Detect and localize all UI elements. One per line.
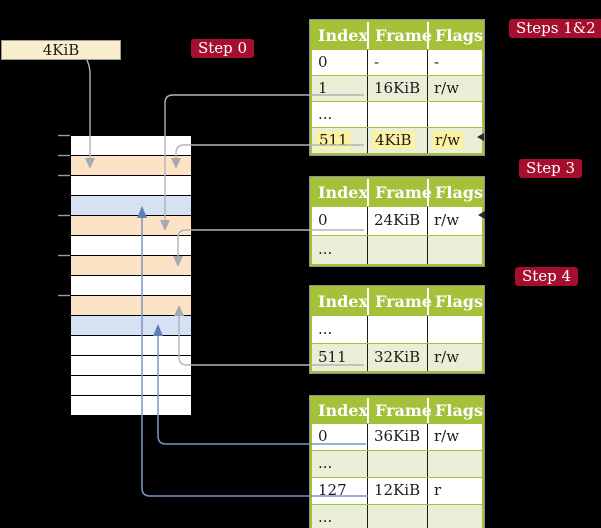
column-header-flags: Flags bbox=[427, 22, 483, 49]
column-header-index: Index bbox=[318, 183, 369, 202]
page-table-level-1: Index Frame Flags 0 - - 1 16KiB r/w ... … bbox=[309, 19, 485, 156]
highlight: r/w bbox=[432, 131, 464, 149]
memory-frame-datapage bbox=[71, 196, 191, 216]
cell-flags: r bbox=[427, 478, 482, 504]
memory-frame-plain bbox=[71, 176, 191, 196]
column-header-index: Index bbox=[318, 292, 369, 311]
cell-flags bbox=[427, 236, 482, 264]
badge-step-3: Step 3 bbox=[519, 159, 583, 178]
cell-frame: - bbox=[367, 50, 427, 75]
memory-frame-plain bbox=[71, 336, 191, 356]
cell-frame: 24KiB bbox=[367, 207, 427, 235]
cell-index: 1 bbox=[318, 79, 328, 97]
root-pointer-box: 4KiB bbox=[1, 40, 121, 60]
cell-flags bbox=[427, 102, 482, 127]
table-row: ... bbox=[312, 101, 482, 127]
cell-index: 0 bbox=[318, 53, 328, 71]
cell-frame bbox=[367, 316, 427, 343]
memory-frame-plain bbox=[71, 236, 191, 256]
column-header-index: Index bbox=[318, 26, 369, 45]
column-header-flags: Flags bbox=[427, 398, 483, 423]
column-header-frame: Frame bbox=[367, 179, 432, 206]
page-table-level-2: Index Frame Flags 0 24KiB r/w ... bbox=[309, 176, 485, 267]
memory-frame-pagetable bbox=[71, 156, 191, 176]
memory-frame-datapage bbox=[71, 316, 191, 336]
memory-frame-plain bbox=[71, 356, 191, 376]
memory-frame-pagetable bbox=[71, 256, 191, 276]
cell-index: 127 bbox=[318, 481, 347, 499]
cell-index: 511 bbox=[318, 348, 347, 366]
memory-column bbox=[70, 135, 192, 416]
memory-frame-plain bbox=[71, 396, 191, 415]
cell-flags bbox=[427, 505, 482, 528]
memory-frame-plain bbox=[71, 376, 191, 396]
cell-index: ... bbox=[318, 508, 333, 526]
cell-index: 0 bbox=[318, 211, 328, 229]
cell-flags: r/w bbox=[427, 76, 482, 101]
column-header-frame: Frame bbox=[367, 398, 432, 423]
cell-index: ... bbox=[318, 454, 333, 472]
highlight: 4KiB bbox=[372, 131, 415, 149]
cell-frame bbox=[367, 451, 427, 477]
cell-index: 511 bbox=[312, 128, 367, 153]
cell-frame: 32KiB bbox=[367, 344, 427, 371]
cell-frame: 12KiB bbox=[367, 478, 427, 504]
cell-frame: 16KiB bbox=[367, 76, 427, 101]
cell-frame bbox=[367, 102, 427, 127]
table-row: ... bbox=[312, 315, 482, 343]
badge-step-4: Step 4 bbox=[515, 267, 579, 286]
memory-frame-pagetable bbox=[71, 216, 191, 236]
column-header-frame: Frame bbox=[367, 22, 432, 49]
column-header-flags: Flags bbox=[427, 288, 483, 315]
memory-frame-plain bbox=[71, 276, 191, 296]
column-header-index: Index bbox=[318, 401, 369, 420]
column-header-flags: Flags bbox=[427, 179, 483, 206]
memory-frame-plain bbox=[71, 136, 191, 156]
table-row: 0 24KiB r/w bbox=[312, 206, 482, 235]
highlight: 511 bbox=[316, 131, 351, 149]
cell-frame bbox=[367, 505, 427, 528]
cell-flags: r/w bbox=[427, 344, 482, 371]
cell-flags: r/w bbox=[427, 424, 482, 450]
cell-flags bbox=[427, 316, 482, 343]
cell-flags: r/w bbox=[427, 128, 482, 153]
table-row: 1 16KiB r/w bbox=[312, 75, 482, 101]
cell-frame: 36KiB bbox=[367, 424, 427, 450]
cell-index: ... bbox=[318, 240, 333, 258]
table-row: ... bbox=[312, 450, 482, 477]
cell-frame: 4KiB bbox=[367, 128, 427, 153]
table-row: 511 32KiB r/w bbox=[312, 343, 482, 371]
table-row: ... bbox=[312, 504, 482, 528]
cell-flags bbox=[427, 451, 482, 477]
cell-index: 0 bbox=[318, 427, 328, 445]
badge-step-0: Step 0 bbox=[191, 39, 255, 58]
table-row: 0 - - bbox=[312, 49, 482, 75]
table-row: ... bbox=[312, 235, 482, 264]
cell-frame bbox=[367, 236, 427, 264]
table-row-highlighted: 511 4KiB r/w bbox=[312, 127, 482, 153]
table-row: 127 12KiB r bbox=[312, 477, 482, 504]
cell-flags: - bbox=[427, 50, 482, 75]
table-header-row: Index Frame Flags bbox=[312, 179, 483, 206]
column-header-frame: Frame bbox=[367, 288, 432, 315]
page-table-level-4: Index Frame Flags 0 36KiB r/w ... 127 12… bbox=[309, 395, 485, 528]
cell-flags: r/w bbox=[427, 207, 482, 235]
page-table-level-3: Index Frame Flags ... 511 32KiB r/w bbox=[309, 285, 485, 374]
table-header-row: Index Frame Flags bbox=[312, 398, 483, 423]
memory-frame-pagetable bbox=[71, 296, 191, 316]
badge-steps-1-2: Steps 1&2 bbox=[509, 19, 601, 38]
table-row: 0 36KiB r/w bbox=[312, 423, 482, 450]
memory-scale-ticks bbox=[58, 134, 70, 297]
cell-index: ... bbox=[318, 105, 333, 123]
cell-index: ... bbox=[318, 320, 333, 338]
table-header-row: Index Frame Flags bbox=[312, 288, 483, 315]
table-header-row: Index Frame Flags bbox=[312, 22, 483, 49]
